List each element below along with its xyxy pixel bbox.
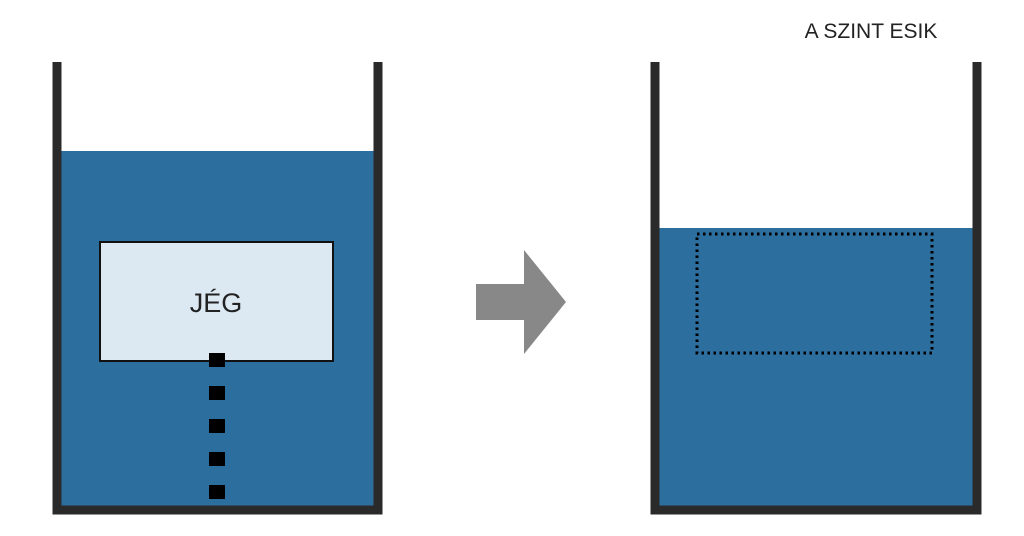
submerged-depth-marker [209,353,225,499]
depth-marker-dot [209,353,225,367]
right-water [655,228,977,506]
right-container [650,62,982,515]
depth-marker-dot [209,386,225,400]
right-arrow-icon [476,250,566,354]
level-drops-caption: A SZINT ESIK [805,20,938,43]
left-container: JÉG [52,62,383,515]
right-container-wall [650,62,982,515]
depth-marker-dot [209,485,225,499]
ice-block [99,241,334,362]
left-container-wall [52,62,383,515]
depth-marker-dot [209,452,225,466]
depth-marker-dot [209,419,225,433]
ice-label: JÉG [190,288,243,318]
melted-ice-outline [695,232,934,355]
